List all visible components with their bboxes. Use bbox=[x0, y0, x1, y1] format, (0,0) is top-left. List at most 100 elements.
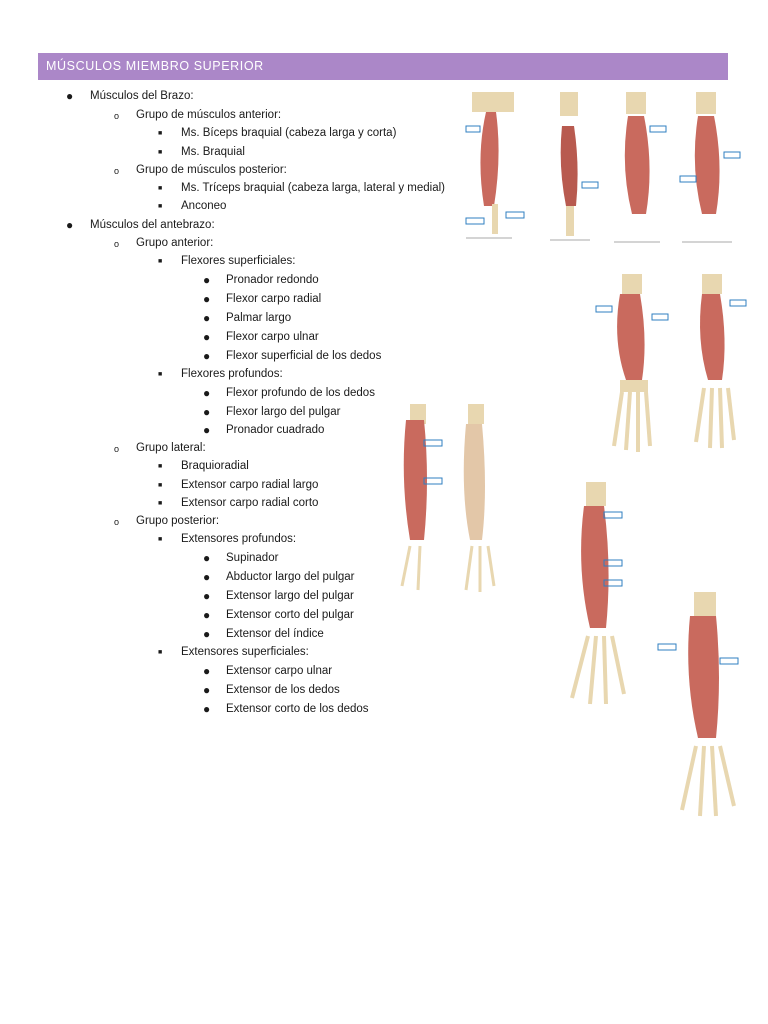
outline-item-text: Ms. Tríceps braquial (cabeza larga, late… bbox=[181, 182, 445, 194]
bullet-icon: ● bbox=[203, 570, 211, 584]
outline-item-text: Flexor carpo ulnar bbox=[226, 331, 319, 343]
outline-item: ■Braquioradial bbox=[0, 457, 460, 475]
section-title-bar: MÚSCULOS MIEMBRO SUPERIOR bbox=[38, 53, 728, 80]
bullet-icon: o bbox=[114, 517, 120, 527]
outline-item: ■ Extensores profundos: bbox=[0, 530, 460, 548]
outline-item: ■ Anconeo bbox=[0, 197, 460, 215]
bullet-icon: ● bbox=[203, 386, 211, 400]
outline-item: o Grupo anterior: bbox=[0, 234, 460, 252]
outline-item: ● Extensor del índice bbox=[0, 625, 460, 643]
arm-anatomy-figure-2 bbox=[546, 86, 604, 246]
outline-item: ●Abductor largo del pulgar bbox=[0, 568, 460, 586]
bullet-icon: ■ bbox=[158, 371, 163, 378]
outline-item: ● Pronador redondo bbox=[0, 271, 460, 289]
bullet-icon: ● bbox=[203, 292, 211, 306]
bullet-icon: ■ bbox=[158, 482, 163, 489]
outline-item-text: Flexores profundos: bbox=[181, 368, 283, 380]
outline-item: ●Flexor superficial de los dedos bbox=[0, 347, 460, 365]
outline-item: ● Flexor largo del pulgar bbox=[0, 403, 460, 421]
outline-item-text: Extensores superficiales: bbox=[181, 646, 309, 658]
bullet-icon: ■ bbox=[158, 649, 163, 656]
outline-item-text: Extensores profundos: bbox=[181, 533, 297, 545]
outline-item: ● Flexor carpo radial bbox=[0, 290, 460, 308]
forearm-anterior-figure-2 bbox=[682, 270, 752, 460]
outline-item: ●Extensor de los dedos bbox=[0, 681, 460, 699]
bullet-icon: ■ bbox=[158, 185, 163, 192]
outline-item: ● Flexor profundo de los dedos bbox=[0, 384, 460, 402]
outline-item-text: Extensor largo del pulgar bbox=[226, 590, 354, 602]
arm-anatomy-figure-4 bbox=[678, 86, 746, 250]
forearm-posterior-figure-2 bbox=[654, 588, 752, 834]
outline-item-text: Grupo de músculos posterior: bbox=[136, 164, 287, 176]
arm-anatomy-figure-1 bbox=[462, 86, 530, 246]
outline-item: ■ Ms. Braquial bbox=[0, 143, 460, 161]
bullet-icon: o bbox=[114, 444, 120, 454]
outline-item: ●Extensor carpo ulnar bbox=[0, 662, 460, 680]
outline-item: ●Palmar largo bbox=[0, 309, 460, 327]
outline-item-text: Supinador bbox=[226, 552, 279, 564]
outline-item: ● Músculos del antebrazo: bbox=[0, 216, 460, 234]
outline-item-text: Músculos del antebrazo: bbox=[90, 219, 215, 231]
outline-item: ■ Extensores superficiales: bbox=[0, 643, 460, 661]
outline-item-text: Músculos del Brazo: bbox=[90, 90, 194, 102]
outline-item: ■ Flexores profundos: bbox=[0, 365, 460, 383]
outline-item: ■ Extensor carpo radial largo bbox=[0, 476, 460, 494]
bullet-icon: ■ bbox=[158, 500, 163, 507]
outline-item: o Grupo de músculos anterior: bbox=[0, 106, 460, 124]
outline-item-text: Flexor carpo radial bbox=[226, 293, 322, 305]
bullet-icon: ● bbox=[203, 405, 211, 419]
outline-item-text: Anconeo bbox=[181, 200, 227, 212]
outline-item-text: Extensor del índice bbox=[226, 628, 324, 640]
section-title: MÚSCULOS MIEMBRO SUPERIOR bbox=[46, 59, 264, 73]
bullet-icon: ■ bbox=[158, 258, 163, 265]
bullet-icon: ● bbox=[203, 589, 211, 603]
forearm-anterior-figure-1 bbox=[592, 270, 676, 460]
outline-item-text: Flexores superficiales: bbox=[181, 255, 296, 267]
outline-item-text: Braquioradial bbox=[181, 460, 249, 472]
forearm-lateral-figure bbox=[380, 400, 528, 600]
forearm-posterior-figure-1 bbox=[544, 478, 648, 718]
outline-item-text: Ms. Bíceps braquial (cabeza larga y cort… bbox=[181, 127, 397, 139]
outline-item: ●Flexor carpo ulnar bbox=[0, 328, 460, 346]
outline-item: ● Pronador cuadrado bbox=[0, 421, 460, 439]
outline-item-text: Grupo anterior: bbox=[136, 237, 214, 249]
bullet-icon: o bbox=[114, 111, 120, 121]
outline-item-text: Palmar largo bbox=[226, 312, 292, 324]
outline-item-text: Extensor carpo radial corto bbox=[181, 497, 319, 509]
bullet-icon: o bbox=[114, 166, 120, 176]
bullet-icon: ● bbox=[203, 423, 211, 437]
outline-item: ■ Ms. Tríceps braquial (cabeza larga, lat… bbox=[0, 179, 460, 197]
outline-item-text: Ms. Braquial bbox=[181, 146, 245, 158]
bullet-icon: ● bbox=[66, 218, 74, 232]
bullet-icon: ● bbox=[203, 627, 211, 641]
bullet-icon: o bbox=[114, 239, 120, 249]
outline-item-text: Pronador cuadrado bbox=[226, 424, 325, 436]
bullet-icon: ■ bbox=[158, 149, 163, 156]
outline-item-text: Flexor superficial de los dedos bbox=[226, 350, 382, 362]
outline-item-text: Pronador redondo bbox=[226, 274, 319, 286]
outline-item: o Grupo de músculos posterior: bbox=[0, 161, 460, 179]
outline-item: ● Supinador bbox=[0, 549, 460, 567]
outline-item: ●Extensor corto del pulgar bbox=[0, 606, 460, 624]
outline-item: ■ Flexores superficiales: bbox=[0, 252, 460, 270]
outline-item: o Grupo lateral: bbox=[0, 439, 460, 457]
outline-item-text: Extensor carpo ulnar bbox=[226, 665, 333, 677]
outline-item: ■ Extensor carpo radial corto bbox=[0, 494, 460, 512]
outline-item-text: Grupo de músculos anterior: bbox=[136, 109, 282, 121]
bullet-icon: ■ bbox=[158, 203, 163, 210]
bullet-icon: ■ bbox=[158, 130, 163, 137]
outline-item-text: Grupo lateral: bbox=[136, 442, 206, 454]
bullet-icon: ● bbox=[203, 683, 211, 697]
outline-item-text: Flexor profundo de los dedos bbox=[226, 387, 375, 399]
outline-item: ● Extensor largo del pulgar bbox=[0, 587, 460, 605]
outline-item-text: Flexor largo del pulgar bbox=[226, 406, 341, 418]
bullet-icon: ● bbox=[203, 273, 211, 287]
outline-item-text: Extensor corto de los dedos bbox=[226, 703, 369, 715]
outline-item-text: Extensor carpo radial largo bbox=[181, 479, 319, 491]
outline-item-text: Extensor corto del pulgar bbox=[226, 609, 354, 621]
outline-item: ●Músculos del Brazo: bbox=[0, 87, 460, 105]
bullet-icon: ■ bbox=[158, 536, 163, 543]
bullet-icon: ● bbox=[203, 551, 211, 565]
